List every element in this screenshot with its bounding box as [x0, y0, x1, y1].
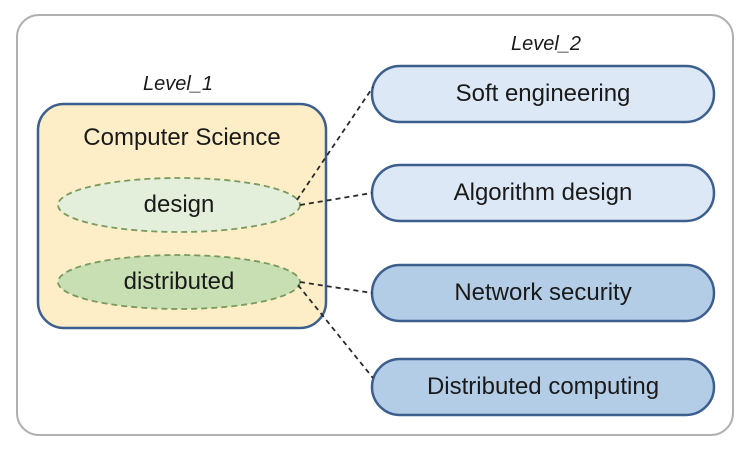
connector-design-to-soft-engineering: [296, 86, 374, 201]
level2-label-algorithm-design: Algorithm design: [453, 179, 633, 206]
level2-label-soft-engineering: Soft engineering: [455, 80, 631, 107]
level1-heading: Level_1: [142, 72, 214, 95]
term-design-label: design: [143, 191, 215, 218]
level2-box-4: [370, 357, 716, 417]
level2-label-distributed-computing: Distributed computing: [426, 373, 660, 400]
level2-label-network-security: Network security: [454, 279, 632, 306]
connector-design-to-algorithm-design: [299, 192, 373, 206]
level2-heading: Level_2: [510, 32, 582, 55]
term-distributed-label: distributed: [123, 268, 235, 295]
level1-title: Computer Science: [83, 124, 281, 151]
connector-distributed-to-distributed-computing: [297, 284, 374, 379]
connector-distributed-to-network-security: [299, 281, 373, 294]
level2-box-1: [370, 64, 716, 124]
